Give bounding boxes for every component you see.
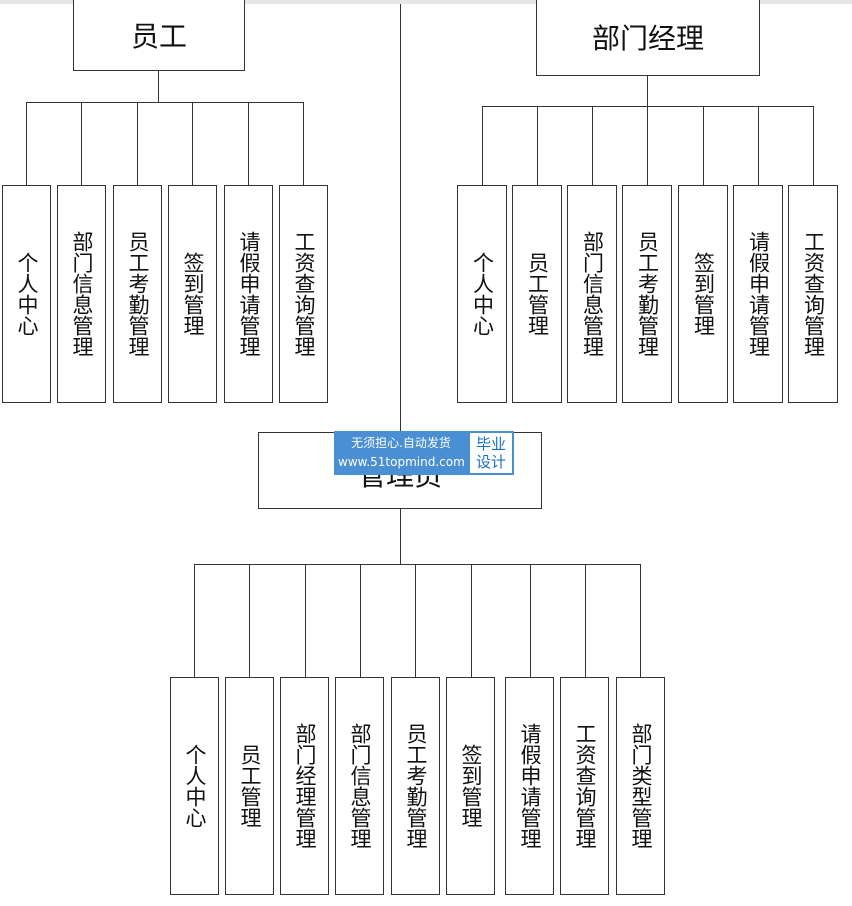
watermark-main: 无须担心.自动发货 www.51topmind.com <box>334 431 468 475</box>
admin-module-box: 工资查询管理 <box>560 677 609 895</box>
manager-module-box: 请假申请管理 <box>733 185 783 403</box>
watermark-badge: 毕业 设计 <box>468 431 514 475</box>
role-title-manager: 部门经理 <box>591 22 704 55</box>
employee-module-box: 个人中心 <box>2 185 51 403</box>
watermark-side2: 设计 <box>475 453 506 471</box>
manager-module-box: 签到管理 <box>678 185 728 403</box>
admin-module-box: 员工管理 <box>225 677 274 895</box>
admin-module-box: 部门经理管理 <box>280 677 329 895</box>
module-label: 工资查询管理 <box>573 723 597 849</box>
employee-module-box: 签到管理 <box>168 185 217 403</box>
admin-module-box: 个人中心 <box>170 677 219 895</box>
manager-module-box: 部门信息管理 <box>567 185 617 403</box>
manager-module-box: 员工管理 <box>512 185 562 403</box>
module-label: 员工管理 <box>238 744 262 828</box>
module-label: 部门信息管理 <box>580 231 605 357</box>
admin-module-box: 请假申请管理 <box>505 677 554 895</box>
module-label: 签到管理 <box>691 252 716 336</box>
admin-module-box: 员工考勤管理 <box>391 677 440 895</box>
module-label: 员工考勤管理 <box>404 723 428 849</box>
watermark-line1: 无须担心.自动发货 <box>351 436 451 450</box>
module-label: 请假申请管理 <box>518 723 542 849</box>
top-ruler <box>0 0 852 4</box>
module-label: 员工考勤管理 <box>126 231 150 357</box>
manager-module-box: 工资查询管理 <box>788 185 838 403</box>
role-box-employee: 员工 <box>73 0 245 71</box>
employee-module-box: 员工考勤管理 <box>113 185 162 403</box>
admin-module-box: 部门类型管理 <box>616 677 665 895</box>
module-label: 部门信息管理 <box>348 723 372 849</box>
module-label: 部门经理管理 <box>293 723 317 849</box>
module-label: 个人中心 <box>15 252 39 336</box>
module-label: 部门信息管理 <box>70 231 94 357</box>
module-label: 请假申请管理 <box>237 231 261 357</box>
module-label: 签到管理 <box>181 252 205 336</box>
employee-module-box: 部门信息管理 <box>57 185 106 403</box>
module-label: 工资查询管理 <box>292 231 316 357</box>
admin-module-box: 签到管理 <box>446 677 495 895</box>
module-label: 员工管理 <box>525 252 550 336</box>
manager-module-box: 员工考勤管理 <box>622 185 672 403</box>
module-label: 个人中心 <box>470 252 495 336</box>
module-label: 个人中心 <box>183 744 207 828</box>
module-label: 请假申请管理 <box>746 231 771 357</box>
watermark: 无须担心.自动发货 www.51topmind.com 毕业 设计 <box>334 431 514 475</box>
module-label: 部门类型管理 <box>629 723 653 849</box>
manager-module-box: 个人中心 <box>457 185 507 403</box>
watermark-side1: 毕业 <box>475 435 506 453</box>
module-label: 员工考勤管理 <box>635 231 660 357</box>
employee-module-box: 工资查询管理 <box>279 185 328 403</box>
module-label: 签到管理 <box>459 744 483 828</box>
employee-module-box: 请假申请管理 <box>224 185 273 403</box>
role-title-employee: 员工 <box>130 19 187 53</box>
role-box-manager: 部门经理 <box>536 0 760 76</box>
watermark-line2: www.51topmind.com <box>338 455 465 469</box>
admin-module-box: 部门信息管理 <box>335 677 384 895</box>
module-label: 工资查询管理 <box>801 231 826 357</box>
